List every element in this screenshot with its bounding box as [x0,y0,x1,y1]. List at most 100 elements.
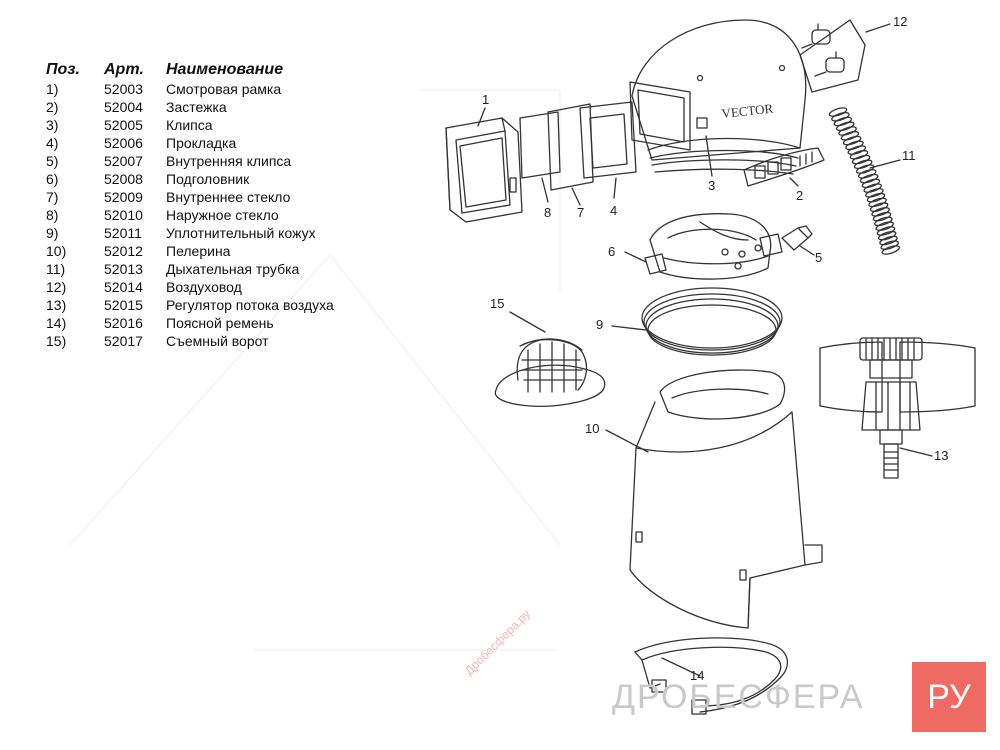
row-art: 52008 [104,171,143,187]
parts-list: Поз. Арт. Наименование 1) 52003 Смотровая … [46,60,386,350]
tube-corrugation [845,140,864,151]
part-15-collar [494,338,606,407]
callout-8: 8 [544,205,552,220]
row-art: 52012 [104,243,143,259]
callout-14: 14 [690,668,705,683]
row-name: Подголовник [166,171,250,187]
row-art: 52014 [104,279,143,295]
part-10-cape [629,369,823,629]
tube-corrugation [840,131,860,141]
row-pos: 6) [46,171,59,187]
part-6-headgear [644,213,783,280]
row-pos: 10) [46,243,67,259]
logo-box: РУ [912,662,986,732]
tube-corrugation [876,226,896,236]
header-pos: Поз. [46,61,80,78]
tube-corrugation [838,126,857,136]
tube-corrugation [859,173,879,184]
tube-corrugation [842,135,862,146]
callout-4: 4 [610,203,618,218]
row-name: Смотровая рамка [166,81,282,97]
callout-11: 11 [902,148,916,163]
row-pos: 14) [46,315,67,331]
row-name: Клипса [166,117,213,133]
tube-corrugation [879,235,898,246]
helmet-shell [629,19,807,175]
row-art: 52016 [104,315,143,331]
header-art: Арт. [104,61,144,78]
part-8-outer-glass [519,111,561,179]
header-name: Наименование [166,61,284,78]
row-name: Внутренняя клипса [166,153,292,169]
tube-corrugation [831,112,850,122]
table-row: 15) 52017 Съемный ворот [46,332,386,350]
row-art: 52013 [104,261,143,277]
row-name: Дыхательная трубка [166,261,300,277]
tube-corrugation [835,121,855,132]
tube-corrugation [855,164,875,174]
callout-15: 15 [490,296,505,311]
callout-1: 1 [482,92,490,107]
tube-corrugation [877,230,897,241]
part-13-flow-regulator [819,337,976,479]
tube-corrugation [872,211,892,222]
callout-2: 2 [796,188,804,203]
callout-10: 10 [585,421,600,436]
logo-text: ДРОБЕСФЕРА [612,678,865,716]
tube-corrugation [847,145,867,155]
helmet-brand: VECTOR [721,101,774,121]
callout-6: 6 [608,244,616,259]
row-pos: 3) [46,117,59,133]
row-pos: 8) [46,207,59,223]
row-name: Уплотнительный кожух [166,225,316,241]
parts-list-header: Поз. Арт. Наименование [46,60,386,80]
row-art: 52003 [104,81,143,97]
tube-corrugation [875,221,894,231]
callout-7: 7 [577,205,585,220]
callout-5: 5 [815,250,823,265]
part-12-air-duct [799,19,866,93]
row-pos: 5) [46,153,59,169]
part-1-viewing-frame [445,117,523,223]
row-pos: 4) [46,135,59,151]
row-name: Внутреннее стекло [166,189,291,205]
row-art: 52004 [104,99,143,115]
tube-corrugation [866,192,886,203]
tube-corrugation [857,169,877,179]
callout-9: 9 [596,317,604,332]
row-pos: 2) [46,99,59,115]
row-art: 52015 [104,297,143,313]
row-art: 52009 [104,189,143,205]
row-pos: 12) [46,279,67,295]
tube-corrugation [868,197,887,208]
row-art: 52017 [104,333,143,349]
tube-corrugation [851,154,871,165]
part-7-inner-glass [547,103,594,191]
row-pos: 11) [46,261,66,277]
tube-corrugation [863,183,882,193]
row-art: 52005 [104,117,143,133]
row-name: Регулятор потока воздуха [166,297,334,313]
callout-3: 3 [708,178,716,193]
row-pos: 7) [46,189,59,205]
table-row: 10) 52012 Пелерина [46,242,386,260]
row-pos: 15) [46,333,67,349]
row-pos: 1) [46,81,59,97]
row-name: Съемный ворот [166,333,269,349]
part-5-inner-clip [781,225,813,251]
tube-corrugation [869,202,889,212]
table-row: 6) 52008 Подголовник [46,170,386,188]
tube-corrugation [833,116,853,127]
row-art: 52011 [104,225,142,241]
row-name: Пелерина [166,243,231,259]
row-name: Поясной ремень [166,315,274,331]
row-art: 52010 [104,207,143,223]
